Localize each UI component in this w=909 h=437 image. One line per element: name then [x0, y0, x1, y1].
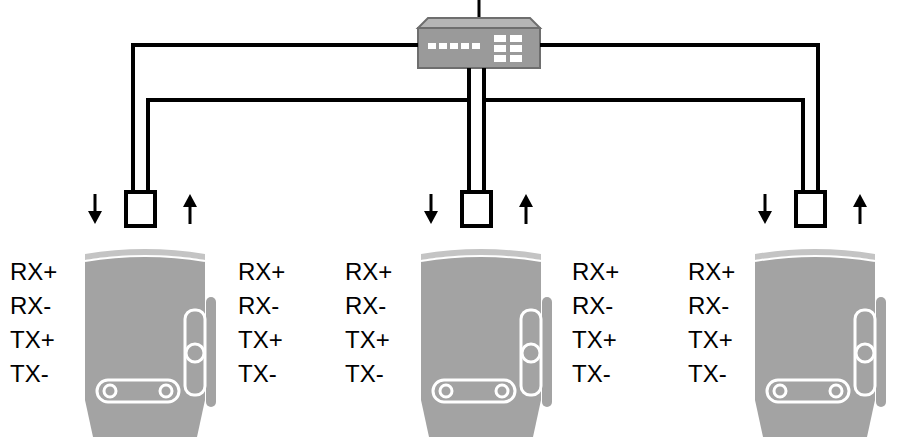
signal-names: RX+ RX- TX+ TX-	[345, 255, 392, 391]
sensor-device	[755, 192, 881, 437]
network-cable	[484, 68, 803, 190]
network-cable	[540, 45, 818, 190]
label-holder: RX+ RX- TX+ TX-	[238, 255, 285, 391]
label-holder: RX+ RX- TX+ TX-	[688, 255, 735, 391]
signal-names: RX+ RX- TX+ TX-	[572, 255, 619, 391]
sensor-device: RX+ RX- TX+ TX- RX+ RX- TX+ TX-	[340, 190, 640, 437]
label-holder: RX+ RX- TX+ TX-	[345, 255, 392, 391]
label-holder: RX+ RX- TX+ TX-	[10, 255, 57, 391]
signal-names: RX+ RX- TX+ TX-	[10, 255, 57, 391]
network-cable	[133, 45, 418, 190]
network-switch	[418, 0, 540, 68]
network-cable	[467, 68, 471, 190]
sensor-device	[85, 192, 211, 437]
signal-names: RX+ RX- TX+ TX-	[688, 255, 735, 391]
network-cable	[148, 100, 469, 190]
sensor-device	[421, 192, 547, 437]
signal-names: RX+ RX- TX+ TX-	[238, 255, 285, 391]
sensor-device: RX+ RX- TX+ TX-	[683, 190, 904, 437]
sensor-device: RX+ RX- TX+ TX- RX+ RX- TX+ TX-	[5, 190, 300, 437]
label-holder: RX+ RX- TX+ TX-	[572, 255, 619, 391]
network-switch	[418, 18, 540, 68]
